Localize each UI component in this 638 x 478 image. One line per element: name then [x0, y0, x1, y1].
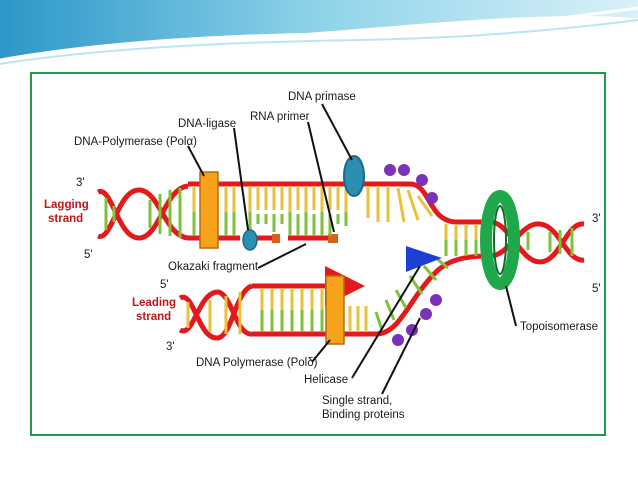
label-dna-primase: DNA primase: [288, 91, 356, 103]
label-right-5prime: 5': [592, 283, 601, 295]
rna-primer-segment-1: [272, 234, 280, 243]
helicase-triangle: [406, 246, 442, 272]
fork-base-pairs: [444, 224, 478, 256]
lagging-base-pairs: [192, 186, 434, 236]
dna-ligase-shape: [242, 229, 258, 251]
leading-template-strand: [252, 253, 491, 337]
dna-primase-shape: [343, 155, 365, 197]
label-leading-5prime: 5': [160, 279, 169, 291]
rna-primer-segment-2: [328, 234, 338, 243]
leading-helix: [178, 283, 254, 341]
label-topoisomerase: Topoisomerase: [520, 321, 598, 333]
label-okazaki-fragment: Okazaki fragment: [168, 261, 259, 273]
label-right-3prime: 3': [592, 213, 601, 225]
lagging-helix: [96, 183, 189, 241]
polymerase-delta-block: [325, 275, 345, 345]
label-dna-polymerase-delta: DNA Polymerase (Polδ): [196, 357, 318, 369]
label-leading-line2: strand: [136, 311, 171, 323]
label-lagging-line2: strand: [48, 213, 83, 225]
parental-helix: [489, 219, 585, 265]
pointer-lines: [187, 103, 517, 395]
label-rna-primer: RNA primer: [250, 111, 310, 123]
slide-header-wave: [0, 0, 638, 65]
topoisomerase-ring: [480, 190, 520, 290]
label-dna-polymerase-alpha: DNA-Polymerase (Polα): [74, 136, 197, 148]
label-helicase: Helicase: [304, 374, 348, 386]
label-leading-line1: Leading: [132, 297, 176, 309]
polymerase-alpha-block: [199, 171, 219, 249]
label-lagging-5prime: 5': [84, 249, 93, 261]
label-dna-ligase: DNA-ligase: [178, 118, 236, 130]
label-ssb-line2: Binding proteins: [322, 409, 405, 421]
label-lagging-line1: Lagging: [44, 199, 89, 211]
label-lagging-3prime: 3': [76, 177, 85, 189]
leading-base-pairs: [260, 256, 449, 332]
label-leading-3prime: 3': [166, 341, 175, 353]
diagram-frame: [30, 72, 606, 436]
label-ssb-line1: Single strand,: [322, 395, 392, 407]
